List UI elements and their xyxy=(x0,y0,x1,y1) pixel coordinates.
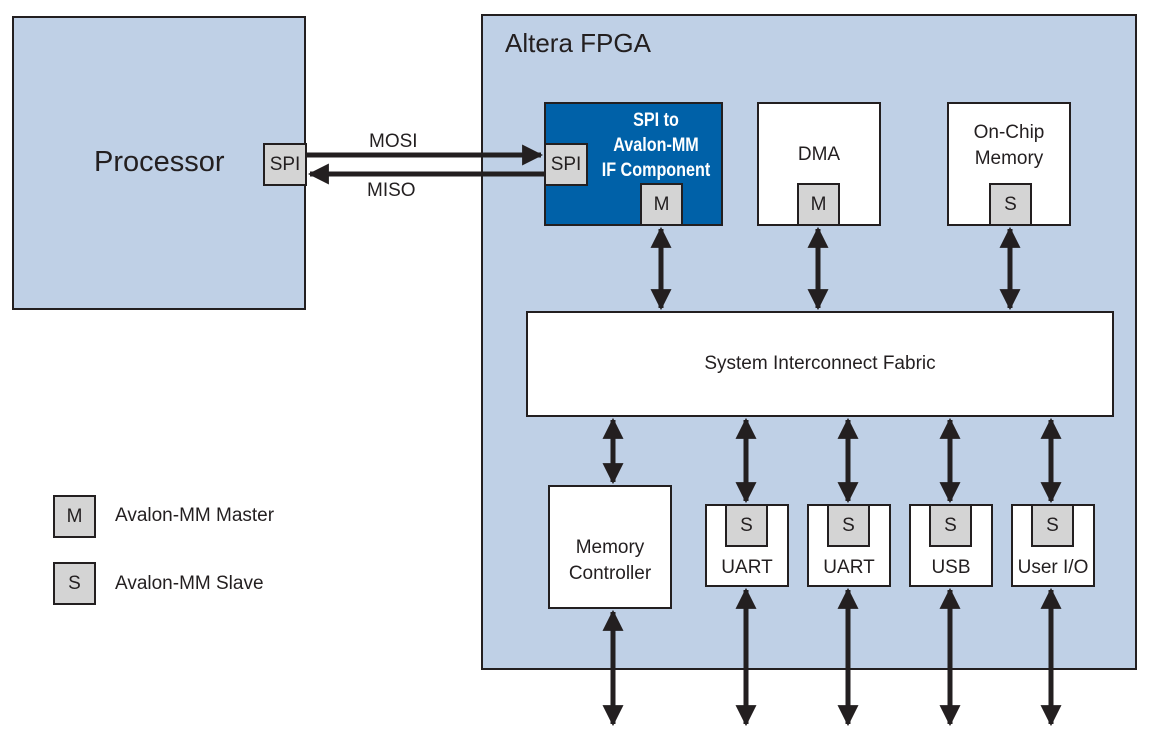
peripheral-label: USB xyxy=(931,557,971,578)
peripheral-slave-port: S xyxy=(725,504,768,547)
onchip-memory-line2: Memory xyxy=(974,148,1044,169)
peripheral-slave-port: S xyxy=(1031,504,1074,547)
onchip-memory-label: On-Chip Memory xyxy=(949,120,1069,172)
processor-spi-port: SPI xyxy=(263,143,307,186)
spi-component-line1: SPI to xyxy=(633,110,679,131)
processor-block: Processor xyxy=(12,16,306,310)
legend-master-label: Avalon-MM Master xyxy=(115,505,275,526)
system-interconnect-fabric: System Interconnect Fabric xyxy=(526,311,1114,417)
legend-master-symbol: M xyxy=(53,495,96,538)
peripheral-slave-port: S xyxy=(929,504,972,547)
miso-label: MISO xyxy=(367,180,416,201)
onchip-memory-line1: On-Chip xyxy=(973,122,1045,143)
spi-component-title: SPI to Avalon-MM IF Component xyxy=(597,108,716,183)
legend-slave-symbol: S xyxy=(53,562,96,605)
memory-controller-block: Memory Controller xyxy=(548,485,672,609)
dma-master-port: M xyxy=(797,183,840,226)
processor-label: Processor xyxy=(94,146,225,178)
spi-component-line2: Avalon-MM xyxy=(613,135,699,156)
legend-slave-label: Avalon-MM Slave xyxy=(115,573,264,594)
fpga-title: Altera FPGA xyxy=(505,28,651,58)
dma-label: DMA xyxy=(797,144,841,165)
fabric-label: System Interconnect Fabric xyxy=(704,353,936,374)
spi-component-line3: IF Component xyxy=(601,160,711,181)
memory-controller-label: Memory Controller xyxy=(550,535,670,587)
memory-controller-line1: Memory xyxy=(575,537,645,558)
spi-component-master-port: M xyxy=(640,183,683,226)
spi-component-spi-port: SPI xyxy=(544,143,588,186)
peripheral-label: UART xyxy=(823,557,875,578)
onchip-memory-slave-port: S xyxy=(989,183,1032,226)
mosi-label: MOSI xyxy=(369,131,418,152)
memory-controller-line2: Controller xyxy=(568,563,652,584)
peripheral-label: UART xyxy=(721,557,773,578)
peripheral-slave-port: S xyxy=(827,504,870,547)
onchip-memory-block: On-Chip Memory xyxy=(947,102,1071,226)
peripheral-label: User I/O xyxy=(1017,557,1089,578)
